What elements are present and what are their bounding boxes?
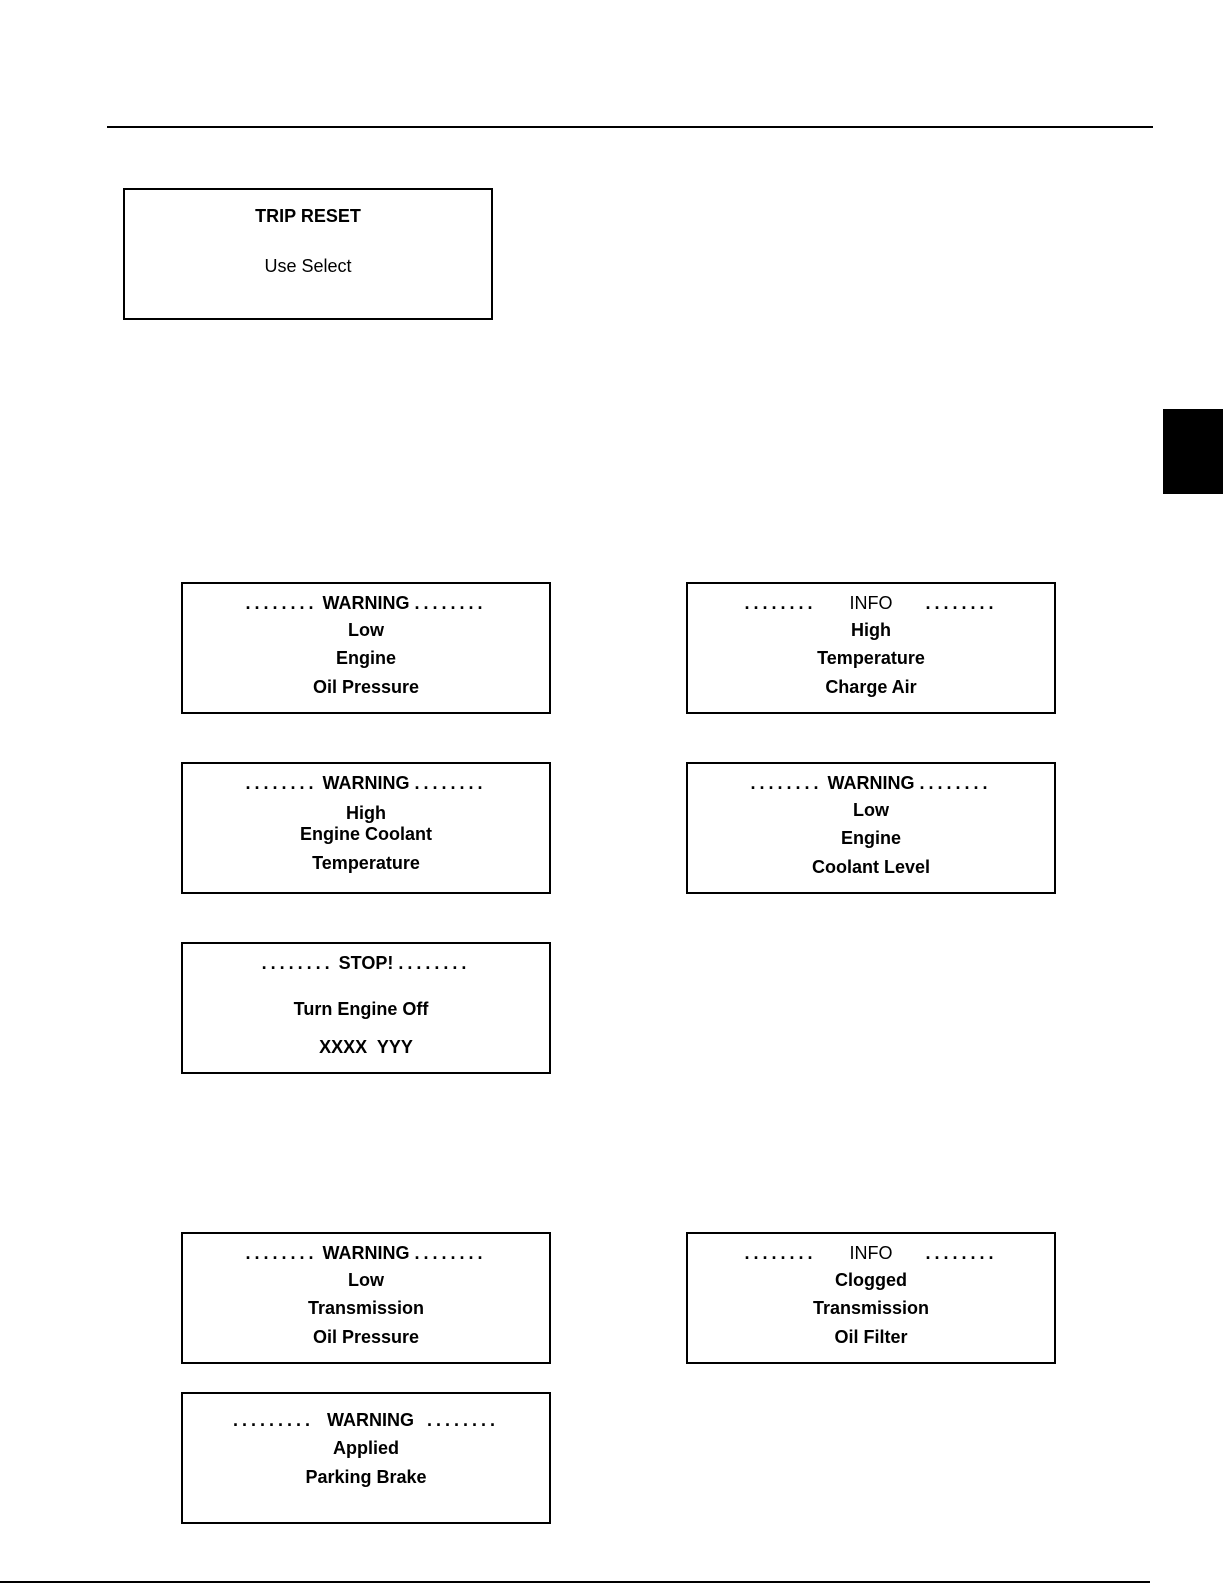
- panel-header: ........ WARNING ........: [183, 1242, 549, 1264]
- panel-line-1: Low: [348, 1270, 384, 1290]
- header-dots-left: ........: [245, 1243, 318, 1263]
- header-dots-right: ........: [414, 773, 487, 793]
- panel-line-3: Oil Pressure: [312, 1327, 420, 1347]
- header-dots-right: ........: [414, 1243, 487, 1263]
- header-dots-right: ........: [919, 773, 992, 793]
- header-dots-right: ........: [427, 1410, 500, 1430]
- panel-line-1: Applied: [333, 1438, 399, 1458]
- header-dots-left: ........: [744, 1243, 817, 1263]
- footer-rule: [0, 1581, 1150, 1583]
- header-label: INFO: [849, 1243, 893, 1263]
- header-dots-left: ........: [744, 593, 817, 613]
- warning-low-transmission-oil-pressure-display: ........ WARNING ........ Low Transmissi…: [181, 1232, 551, 1364]
- header-dots-left: ........: [245, 773, 318, 793]
- panel-header: ........ INFO ........: [688, 592, 1054, 614]
- header-label: WARNING: [322, 1243, 410, 1263]
- header-dots-left: .........: [232, 1410, 314, 1430]
- header-dots-left: ........: [245, 593, 318, 613]
- header-dots-left: ........: [750, 773, 823, 793]
- panel-line-3: Oil Pressure: [312, 677, 420, 697]
- header-dots-right: ........: [414, 593, 487, 613]
- warning-low-engine-coolant-level-display: ........ WARNING ........ Low Engine Coo…: [686, 762, 1056, 894]
- panel-header: ........ STOP! ........: [183, 952, 549, 974]
- panel-line-1: Turn Engine Off: [293, 999, 429, 1019]
- header-dots-right: ........: [925, 593, 998, 613]
- panel-line-2: Temperature: [817, 648, 925, 668]
- panel-header: ........ INFO ........: [688, 1242, 1054, 1264]
- panel-line-2: Transmission: [812, 1298, 930, 1318]
- panel-line-3: Coolant Level: [811, 857, 931, 877]
- header-dots-right: ........: [398, 953, 471, 973]
- header-label: WARNING: [827, 773, 915, 793]
- panel-line-2: Parking Brake: [305, 1467, 427, 1487]
- stop-turn-engine-off-display: ........ STOP! ........ Turn Engine Off …: [181, 942, 551, 1074]
- panel-line-2: Transmission: [307, 1298, 425, 1318]
- panel-line-1: Low: [348, 620, 384, 640]
- header-dots-right: ........: [925, 1243, 998, 1263]
- header-label: WARNING: [322, 593, 410, 613]
- panel-line-3: Temperature: [312, 853, 420, 873]
- panel-header: ........ WARNING ........: [183, 592, 549, 614]
- panel-line-2: Engine: [840, 828, 901, 848]
- panel-line-1: High: [851, 620, 891, 640]
- header-label: INFO: [849, 593, 893, 613]
- header-label: STOP!: [338, 953, 394, 973]
- panel-line-2: XXXX YYY: [319, 1037, 413, 1057]
- panel-line-3: Charge Air: [825, 677, 917, 697]
- panel-header: ......... WARNING ........: [183, 1409, 549, 1431]
- warning-applied-parking-brake-display: ......... WARNING ........ Applied Parki…: [181, 1392, 551, 1524]
- panel-line-2: Engine Coolant: [300, 824, 432, 844]
- header-dots-left: ........: [261, 953, 334, 973]
- panel-line-3: Oil Filter: [834, 1327, 908, 1347]
- warning-low-engine-oil-pressure-display: ........ WARNING ........ Low Engine Oil…: [181, 582, 551, 714]
- warning-high-engine-coolant-temperature-display: ........ WARNING ........ High Engine Co…: [181, 762, 551, 894]
- trip-reset-subtitle: Use Select: [264, 256, 352, 276]
- info-clogged-transmission-oil-filter-display: ........ INFO ........ Clogged Transmiss…: [686, 1232, 1056, 1364]
- header-rule: [107, 126, 1153, 128]
- trip-reset-title: TRIP RESET: [255, 206, 361, 226]
- trip-reset-display: TRIP RESET Use Select: [123, 188, 493, 320]
- panel-line-1: Clogged: [835, 1270, 907, 1290]
- info-high-temperature-charge-air-display: ........ INFO ........ High Temperature …: [686, 582, 1056, 714]
- panel-line-2: Engine: [335, 648, 396, 668]
- header-label: WARNING: [327, 1410, 414, 1430]
- panel-line-1: Low: [853, 800, 889, 820]
- panel-header: ........ WARNING ........: [183, 772, 549, 794]
- header-label: WARNING: [322, 773, 410, 793]
- panel-header: ........ WARNING ........: [688, 772, 1054, 794]
- section-tab-marker: [1163, 409, 1223, 494]
- panel-line-1: High: [346, 803, 386, 823]
